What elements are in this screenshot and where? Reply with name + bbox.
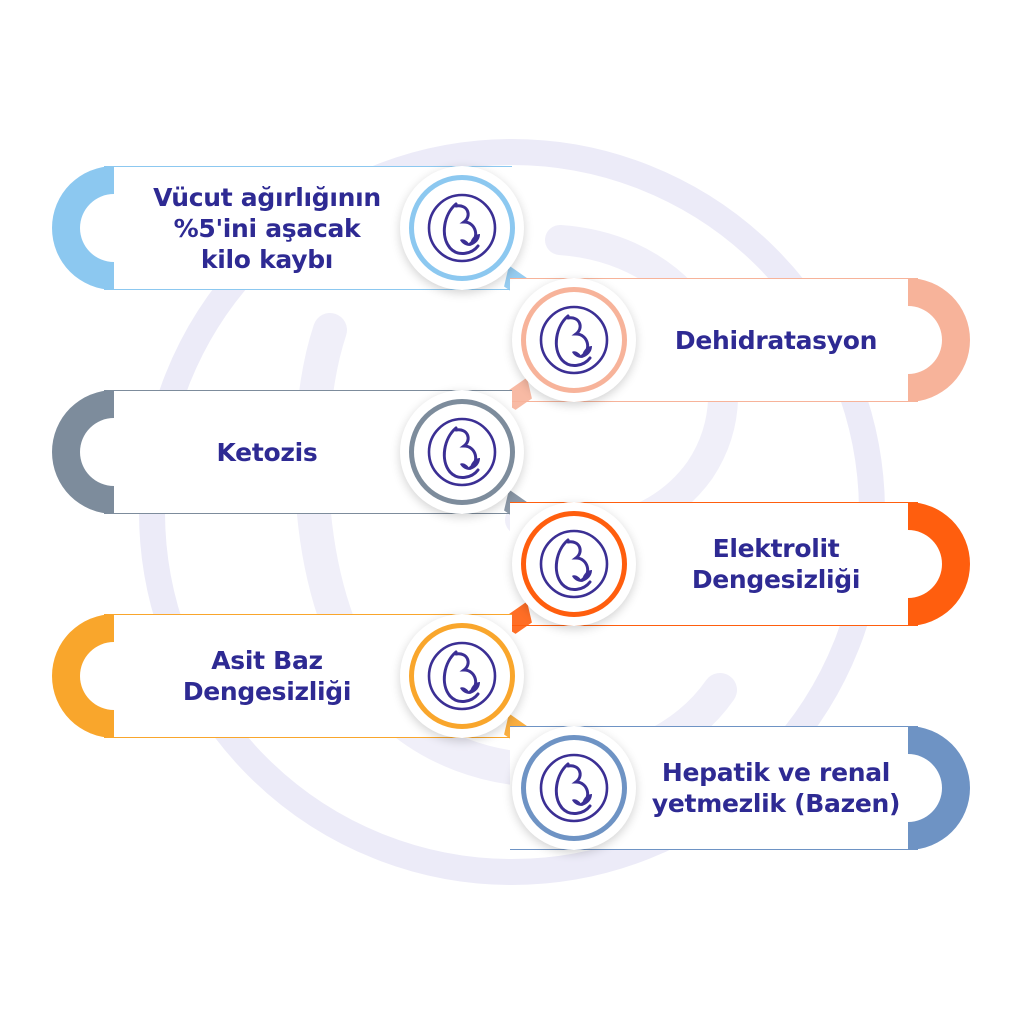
- badge-ring: [409, 623, 515, 729]
- step-label: Dehidratasyon: [674, 325, 878, 355]
- pregnancy-icon: [539, 529, 609, 599]
- step-badge-3: [400, 390, 524, 514]
- step-label: Vücut ağırlığının %5'ini aşacak kilo kay…: [153, 182, 381, 274]
- step-label: Asit Baz Dengesizliği: [182, 646, 352, 706]
- pregnancy-icon: [539, 305, 609, 375]
- badge-ring: [409, 175, 515, 281]
- badge-ring: [409, 399, 515, 505]
- step-badge-1: [400, 166, 524, 290]
- badge-ring: [521, 735, 627, 841]
- step-badge-5: [400, 614, 524, 738]
- step-label: Hepatik ve renal yetmezlik (Bazen): [651, 758, 901, 818]
- step-label: Ketozis: [216, 437, 318, 467]
- badge-ring: [521, 511, 627, 617]
- step-badge-4: [512, 502, 636, 626]
- row-end-cap: [52, 390, 114, 514]
- step-badge-6: [512, 726, 636, 850]
- pregnancy-icon: [427, 417, 497, 487]
- badge-ring: [521, 287, 627, 393]
- step-label: Elektrolit Dengesizliği: [691, 534, 861, 594]
- step-badge-2: [512, 278, 636, 402]
- pregnancy-icon: [539, 753, 609, 823]
- pregnancy-icon: [427, 193, 497, 263]
- pregnancy-icon: [427, 641, 497, 711]
